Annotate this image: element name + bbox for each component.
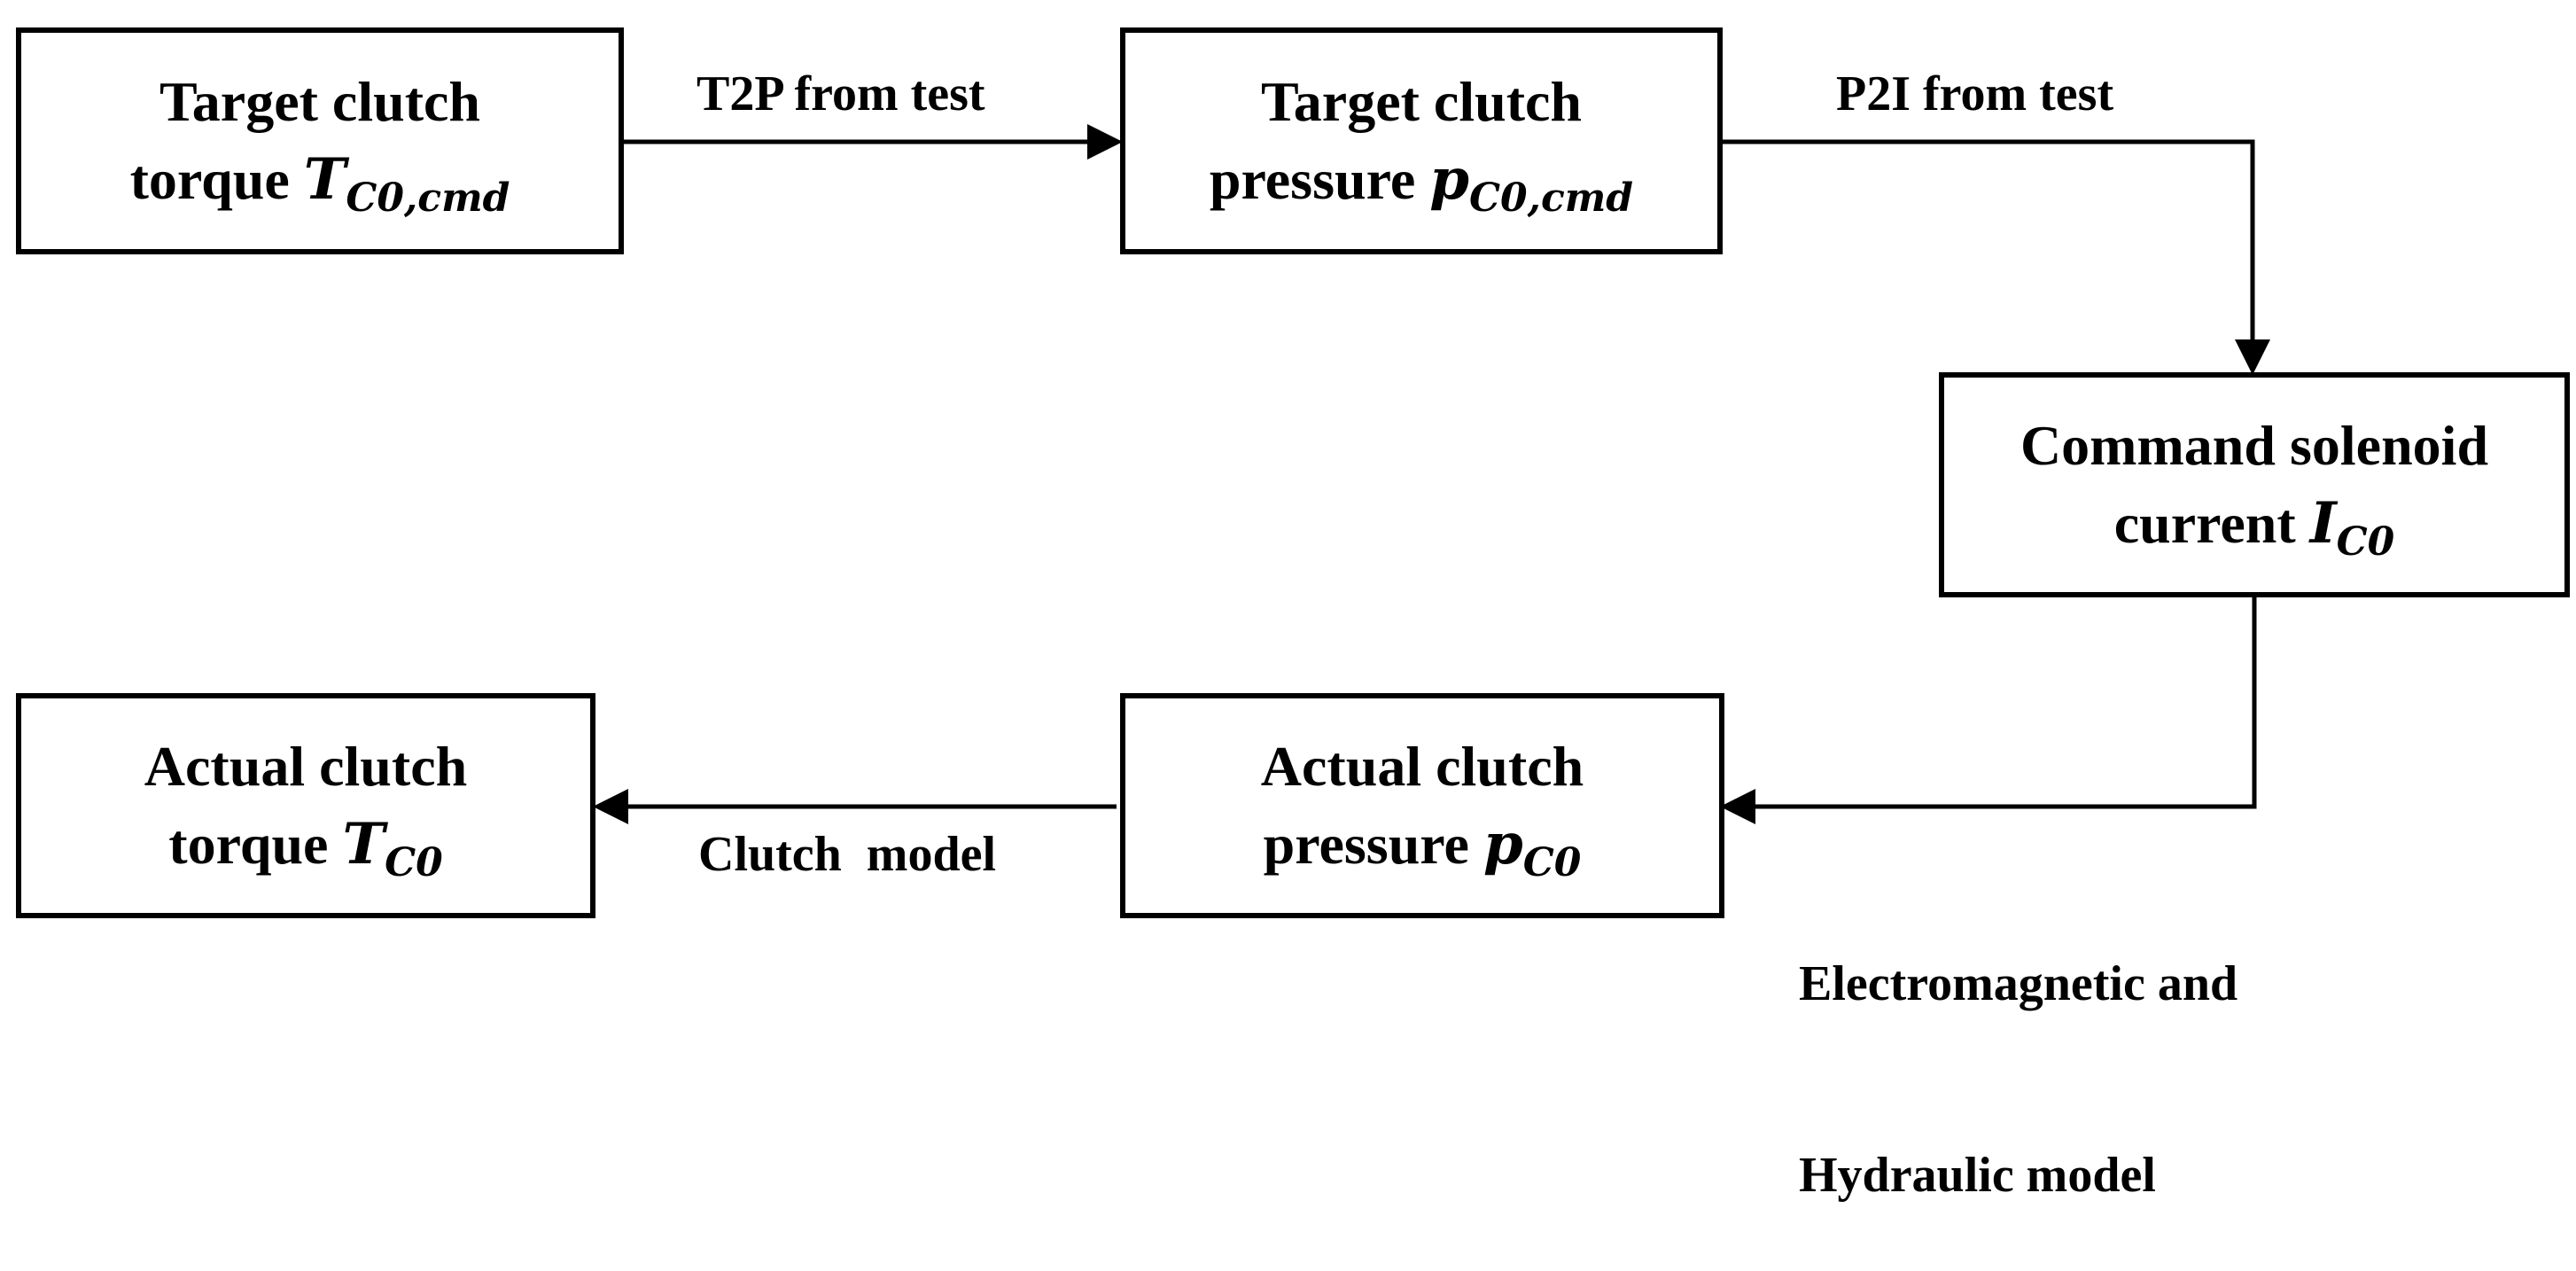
node-label: pressure xyxy=(1263,813,1469,876)
node-label: Command solenoid xyxy=(2020,414,2489,477)
node-label: Actual clutch xyxy=(144,735,468,798)
node-label: Actual clutch xyxy=(1260,735,1584,798)
edge-label-em-hydraulic: Electromagnetic and Hydraulic model xyxy=(1799,956,2238,1203)
node-command-solenoid-current: Command solenoid current IC0 xyxy=(1939,372,2570,597)
connector-layer xyxy=(593,124,2270,824)
math-symbol: TC0,cmd xyxy=(303,146,510,221)
arrow-p2i xyxy=(1721,139,2270,375)
edge-label-clutch-model: Clutch model xyxy=(698,827,996,882)
arrow-em-hydraulic xyxy=(1720,597,2257,824)
node-label: current xyxy=(2113,492,2296,555)
math-symbol: IC0 xyxy=(2309,490,2395,565)
node-actual-clutch-torque: Actual clutch torque TC0 xyxy=(16,693,595,918)
node-label: pressure xyxy=(1209,148,1416,211)
math-symbol: pC0 xyxy=(1483,811,1582,885)
node-actual-clutch-pressure: Actual clutch pressure pC0 xyxy=(1120,693,1724,918)
node-target-clutch-torque: Target clutch torque TC0,cmd xyxy=(16,27,624,254)
node-label: torque xyxy=(168,813,329,876)
edge-label-t2p: T2P from test xyxy=(697,66,985,121)
node-label: Target clutch xyxy=(159,70,480,133)
math-symbol: pC0,cmd xyxy=(1429,146,1634,221)
node-label: torque xyxy=(129,148,290,211)
node-label: Target clutch xyxy=(1260,70,1582,133)
node-target-clutch-pressure: Target clutch pressure pC0,cmd xyxy=(1120,27,1723,254)
edge-label-p2i: P2I from test xyxy=(1836,66,2114,121)
math-symbol: TC0 xyxy=(342,811,443,885)
